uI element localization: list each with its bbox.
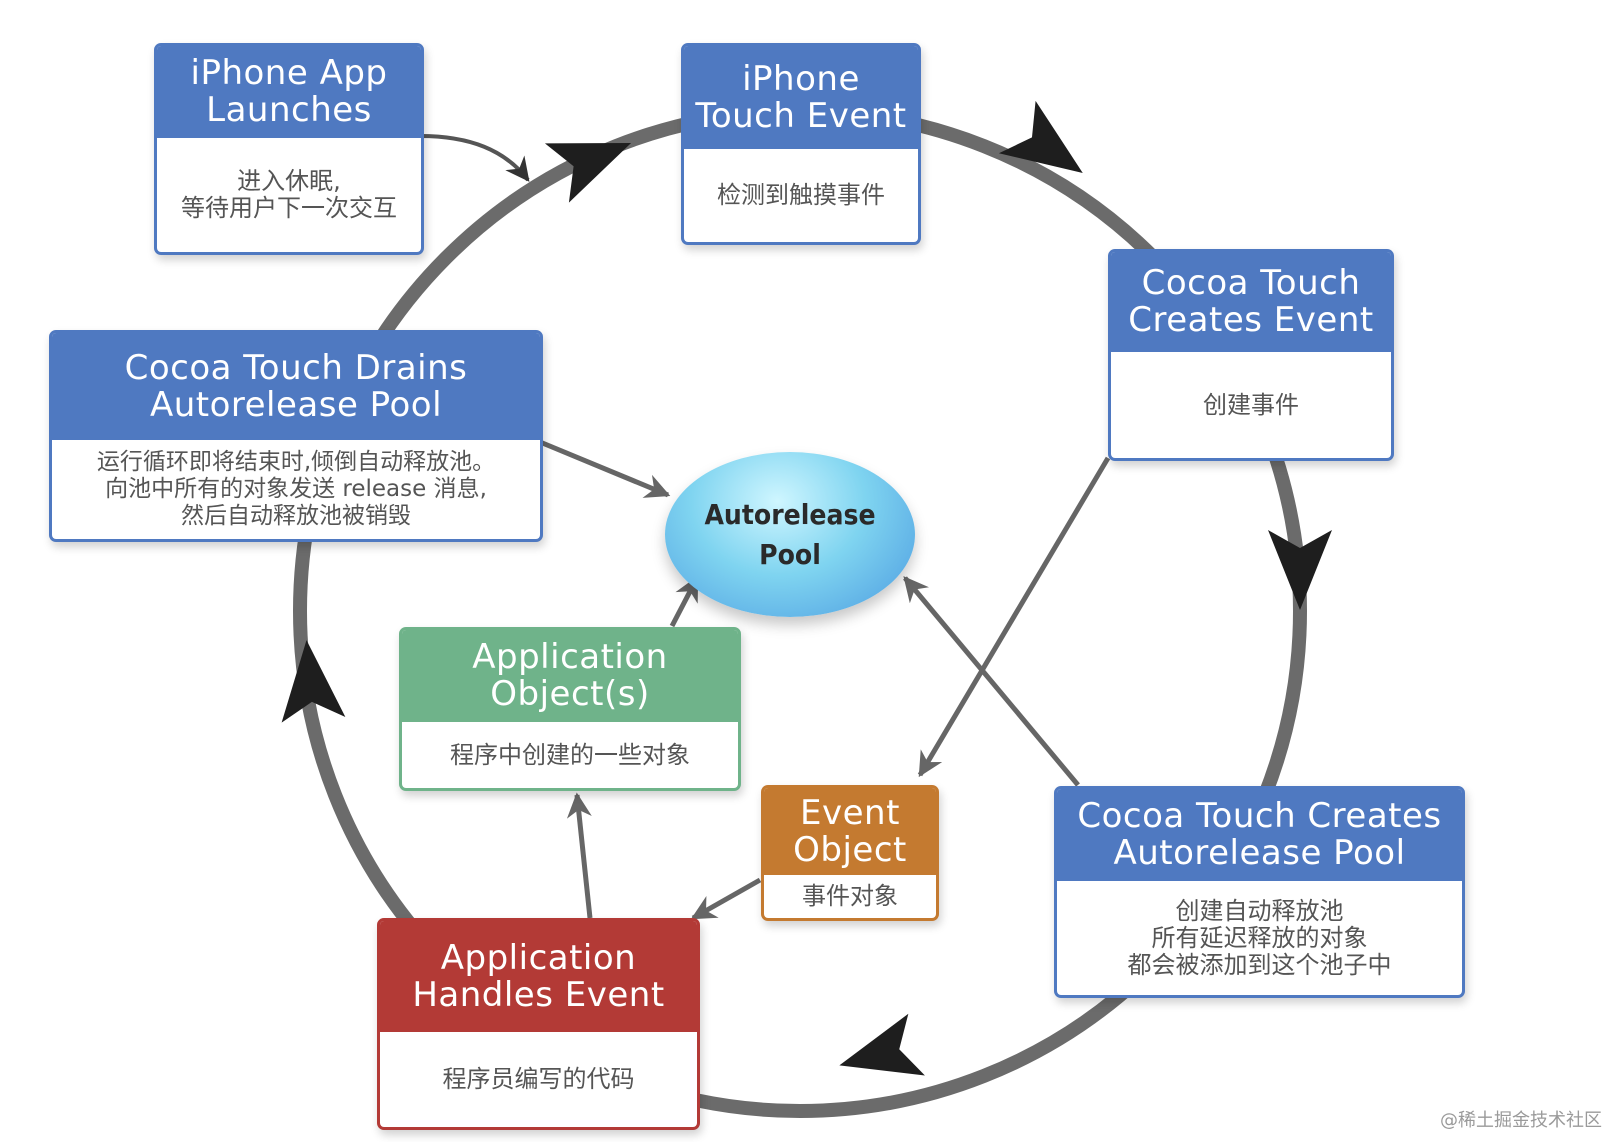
node-iphone-touch-event: iPhone Touch Event 检测到触摸事件	[681, 43, 921, 245]
autorelease-pool-ellipse: Autorelease Pool	[665, 452, 915, 617]
node-cocoa-drains-autorelease-pool: Cocoa Touch Drains Autorelease Pool 运行循环…	[49, 330, 543, 542]
arrow-drains-to-pool	[539, 439, 671, 498]
arrow-event-object-to-handler	[690, 877, 762, 921]
watermark: @稀土掘金技术社区	[1440, 1110, 1602, 1131]
loop-arrowhead-left	[281, 640, 346, 723]
loop-arrowhead-top	[544, 143, 632, 203]
node-title: Application Object(s)	[402, 630, 738, 722]
node-description: 程序员编写的代码	[442, 1065, 635, 1093]
node-title: Cocoa Touch Creates Event	[1111, 252, 1391, 352]
node-title: Event Object	[764, 788, 936, 875]
arrow-launch-to-loop	[419, 134, 530, 182]
node-description: 创建自动释放池 所有延迟释放的对象 都会被添加到这个池子中	[1127, 896, 1392, 979]
node-iphone-app-launches: iPhone App Launches 进入休眠, 等待用户下一次交互	[154, 43, 424, 255]
node-cocoa-creates-event: Cocoa Touch Creates Event 创建事件	[1108, 249, 1394, 461]
arrow-handler-to-objects	[566, 792, 593, 919]
loop-arrowhead-top-right	[998, 100, 1083, 173]
node-title: Application Handles Event	[380, 921, 697, 1032]
node-description: 创建事件	[1203, 390, 1299, 419]
node-application-objects: Application Object(s) 程序中创建的一些对象	[399, 627, 741, 791]
node-description: 检测到触摸事件	[717, 181, 885, 209]
arrow-creates-event-to-event-object	[917, 456, 1111, 778]
node-title: iPhone App Launches	[157, 46, 421, 138]
node-event-object: Event Object 事件对象	[761, 785, 939, 921]
arrow-creates-pool-to-pool	[903, 576, 1080, 787]
node-description: 事件对象	[802, 882, 898, 910]
loop-arrowhead-right	[1268, 530, 1332, 610]
node-title: Cocoa Touch Creates Autorelease Pool	[1057, 789, 1462, 881]
node-title: iPhone Touch Event	[684, 46, 918, 149]
node-title: Cocoa Touch Drains Autorelease Pool	[52, 333, 540, 440]
node-cocoa-creates-autorelease-pool: Cocoa Touch Creates Autorelease Pool 创建自…	[1054, 786, 1465, 998]
node-description: 进入休眠, 等待用户下一次交互	[181, 167, 397, 222]
loop-arrowhead-bottom-right	[839, 1013, 925, 1076]
node-description: 运行循环即将结束时,倾倒自动释放池。 向池中所有的对象发送 release 消息…	[96, 449, 496, 529]
autorelease-pool-label: Autorelease Pool	[704, 497, 876, 571]
node-description: 程序中创建的一些对象	[450, 740, 690, 769]
node-application-handles-event: Application Handles Event 程序员编写的代码	[377, 918, 700, 1130]
